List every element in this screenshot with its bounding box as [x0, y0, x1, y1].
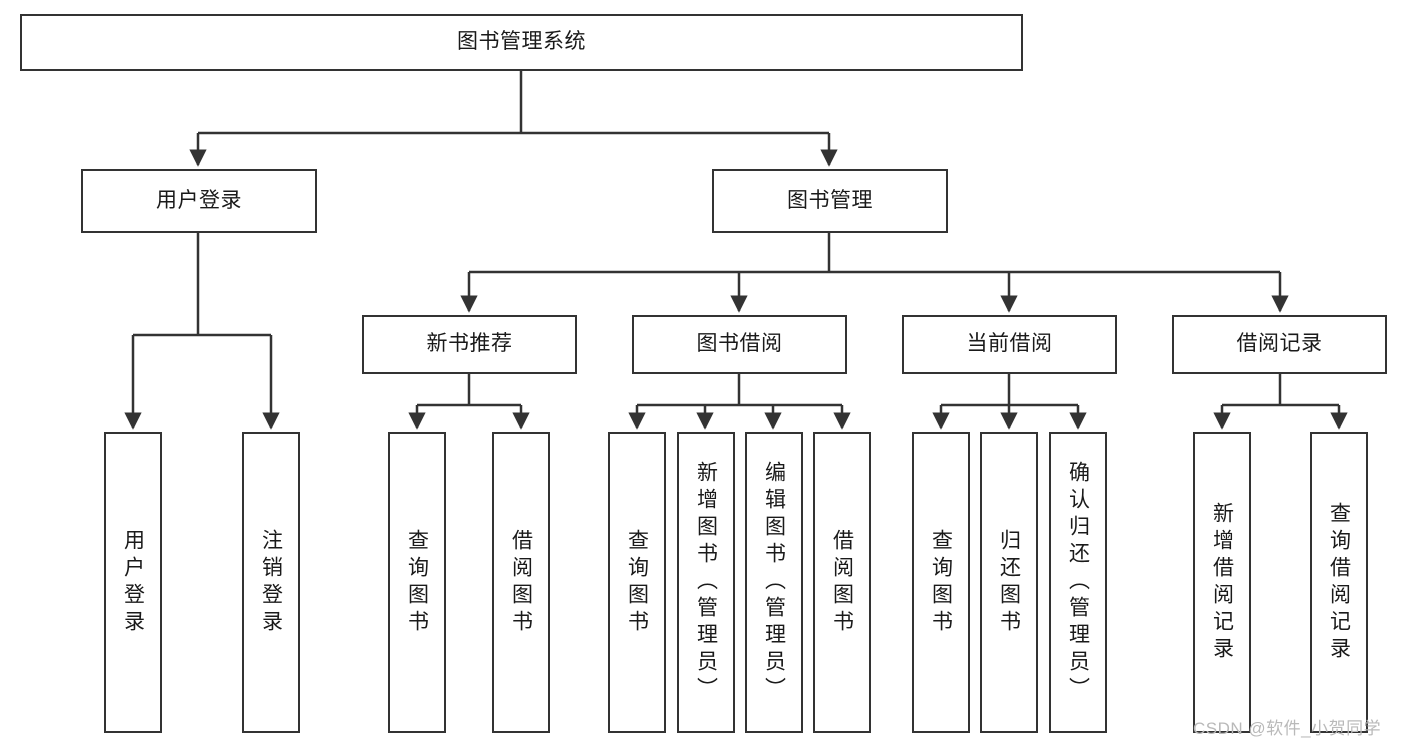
- node-label: 借阅图书: [830, 528, 854, 637]
- leaf-query-book-bb[interactable]: 查询图书: [608, 432, 666, 733]
- node-label: 新书推荐: [426, 332, 513, 356]
- node-label: 注销登录: [259, 528, 283, 637]
- node-borrow-record[interactable]: 借阅记录: [1172, 315, 1387, 374]
- leaf-confirm-return-admin[interactable]: 确认归还（管理员）: [1049, 432, 1107, 733]
- node-label: 借阅记录: [1236, 332, 1323, 356]
- leaf-edit-book-admin[interactable]: 编辑图书（管理员）: [745, 432, 803, 733]
- node-label: 用户登录: [121, 528, 145, 637]
- node-label: 查询借阅记录: [1327, 501, 1351, 664]
- node-root-system[interactable]: 图书管理系统: [20, 14, 1023, 71]
- leaf-query-book-cb[interactable]: 查询图书: [912, 432, 970, 733]
- node-label: 图书借阅: [696, 332, 783, 356]
- node-label: 编辑图书（管理员）: [762, 461, 786, 704]
- leaf-query-book-nbr[interactable]: 查询图书: [388, 432, 446, 733]
- node-new-book-recommend[interactable]: 新书推荐: [362, 315, 577, 374]
- node-label: 当前借阅: [966, 332, 1053, 356]
- node-label: 图书管理系统: [457, 30, 586, 54]
- node-label: 新增图书（管理员）: [694, 461, 718, 704]
- node-label: 查询图书: [929, 528, 953, 637]
- leaf-borrow-book-nbr[interactable]: 借阅图书: [492, 432, 550, 733]
- node-book-borrow[interactable]: 图书借阅: [632, 315, 847, 374]
- node-label: 归还图书: [997, 528, 1021, 637]
- node-label: 查询图书: [405, 528, 429, 637]
- leaf-logout[interactable]: 注销登录: [242, 432, 300, 733]
- leaf-return-book[interactable]: 归还图书: [980, 432, 1038, 733]
- node-user-login[interactable]: 用户登录: [81, 169, 317, 233]
- node-label: 新增借阅记录: [1210, 501, 1234, 664]
- node-current-borrow[interactable]: 当前借阅: [902, 315, 1117, 374]
- leaf-add-book-admin[interactable]: 新增图书（管理员）: [677, 432, 735, 733]
- node-label: 用户登录: [156, 188, 242, 212]
- leaf-add-borrow-record[interactable]: 新增借阅记录: [1193, 432, 1251, 733]
- node-label: 确认归还（管理员）: [1066, 461, 1090, 704]
- leaf-borrow-book-bb[interactable]: 借阅图书: [813, 432, 871, 733]
- node-label: 图书管理: [787, 188, 873, 212]
- leaf-query-borrow-record[interactable]: 查询借阅记录: [1310, 432, 1368, 733]
- node-label: 借阅图书: [509, 528, 533, 637]
- node-label: 查询图书: [625, 528, 649, 637]
- leaf-user-login[interactable]: 用户登录: [104, 432, 162, 733]
- node-book-management[interactable]: 图书管理: [712, 169, 948, 233]
